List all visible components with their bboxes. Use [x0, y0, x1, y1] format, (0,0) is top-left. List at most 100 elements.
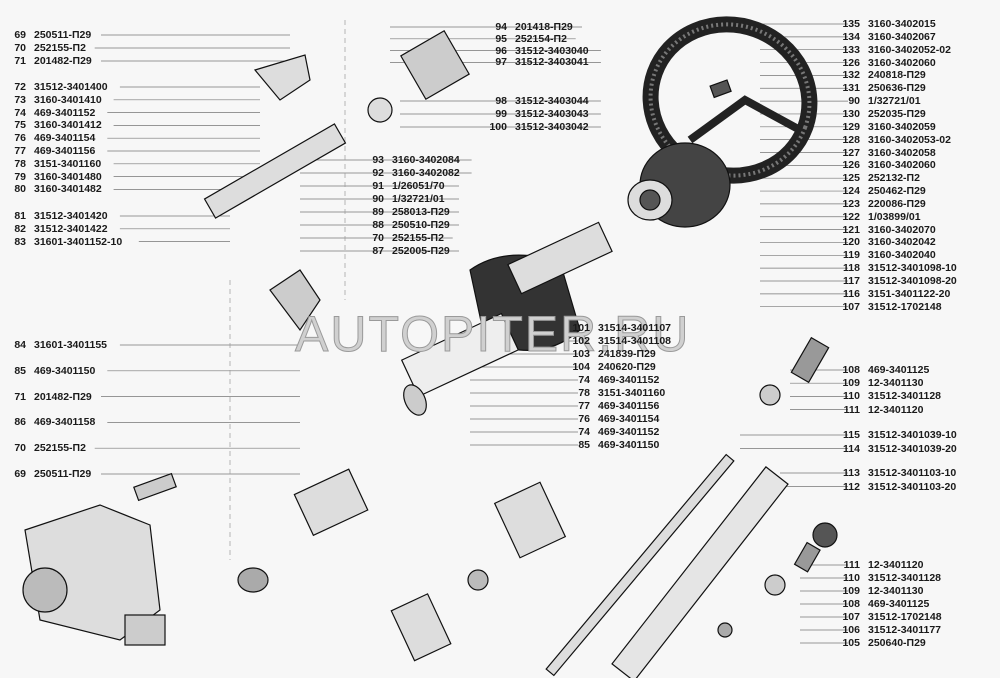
- part-number: 104: [572, 361, 590, 373]
- part-number: 85: [14, 364, 26, 377]
- part-code: 201482-П29: [34, 390, 92, 403]
- part-code: 3160-3402060: [868, 56, 936, 69]
- part-code: 240818-П29: [868, 69, 926, 82]
- part-code: 469-3401154: [598, 413, 660, 425]
- part-code: 469-3401152: [598, 374, 660, 386]
- part-number: 125: [842, 172, 860, 185]
- part-code: 3160-3401482: [34, 183, 102, 196]
- part-code: 252155-П2: [34, 442, 86, 455]
- part-number: 111: [843, 559, 860, 571]
- part-code: 469-3401150: [598, 439, 660, 451]
- part-code: 31514-3401107: [598, 322, 671, 334]
- part-callout: 71 201482-П29: [4, 390, 92, 403]
- part-callout: 128 3160-3402053-02: [838, 133, 951, 146]
- part-number: 110: [843, 390, 860, 403]
- part-number: 118: [843, 262, 860, 275]
- intermediate-shaft: [203, 30, 470, 332]
- steering-column-housing: [400, 221, 613, 416]
- part-callout: 70 252155-П2: [362, 232, 444, 244]
- part-number: 106: [842, 624, 860, 636]
- part-number: 89: [372, 206, 384, 218]
- part-code: 3151-3401160: [34, 157, 102, 170]
- part-number: 86: [14, 416, 26, 429]
- part-code: 201418-П29: [515, 21, 573, 33]
- part-code: 252155-П2: [34, 42, 86, 54]
- part-code: 240620-П29: [598, 361, 656, 373]
- part-code: 12-3401130: [868, 585, 924, 597]
- part-number: 132: [842, 69, 860, 82]
- part-code: 252154-П2: [515, 32, 567, 45]
- part-code: 31512-3401103-20: [868, 480, 957, 493]
- parts: [22, 16, 838, 678]
- part-callout: 104 240620-П29: [568, 361, 656, 373]
- part-number: 119: [843, 249, 860, 262]
- part-code: 12-3401120: [868, 403, 924, 416]
- part-code: 201482-П29: [34, 55, 92, 67]
- part-code: 220086-П29: [868, 197, 926, 210]
- part-code: 12-3401120: [868, 559, 924, 571]
- part-number: 93: [372, 154, 384, 166]
- part-code: 31512-1702148: [868, 611, 942, 623]
- part-number: 130: [842, 107, 860, 120]
- part-number: 116: [843, 287, 860, 300]
- part-number: 110: [843, 572, 860, 584]
- part-code: 1/32721/01: [868, 95, 921, 108]
- part-number: 70: [372, 232, 384, 244]
- part-code: 31512-3401128: [868, 572, 941, 584]
- part-number: 112: [843, 480, 860, 493]
- part-number: 127: [842, 146, 860, 159]
- part-code: 250636-П29: [868, 82, 926, 95]
- part-code: 3160-3402058: [868, 146, 936, 159]
- part-code: 250511-П29: [34, 29, 92, 41]
- part-code: 252155-П2: [392, 232, 444, 244]
- part-code: 3160-3402040: [868, 249, 936, 262]
- part-code: 31512-3403043: [515, 108, 589, 120]
- part-number: 100: [489, 121, 507, 133]
- part-number: 120: [842, 236, 860, 249]
- part-number: 101: [572, 322, 590, 334]
- part-number: 108: [842, 364, 860, 376]
- part-number: 105: [842, 637, 860, 649]
- part-code: 469-3401125: [868, 598, 930, 610]
- part-number: 135: [842, 18, 860, 30]
- part-number: 69: [14, 29, 26, 41]
- part-code: 31512-3401400: [34, 81, 108, 93]
- part-number: 74: [578, 426, 590, 438]
- part-number: 128: [842, 133, 860, 146]
- part-number: 96: [495, 44, 507, 57]
- part-number: 90: [848, 95, 860, 108]
- part-number: 92: [372, 167, 384, 179]
- part-number: 82: [14, 222, 26, 235]
- part-number: 121: [842, 223, 860, 236]
- part-code: 250462-П29: [868, 185, 926, 198]
- part-code: 469-3401154: [34, 132, 96, 145]
- part-number: 71: [14, 390, 26, 403]
- part-number: 69: [14, 468, 26, 480]
- part-code: 250640-П29: [868, 637, 926, 649]
- steering-gear-box: [22, 472, 177, 646]
- part-code: 31512-3403042: [515, 121, 589, 133]
- part-number: 72: [14, 81, 26, 93]
- part-number: 76: [14, 132, 26, 145]
- part-code: 3160-3402053-02: [868, 133, 951, 146]
